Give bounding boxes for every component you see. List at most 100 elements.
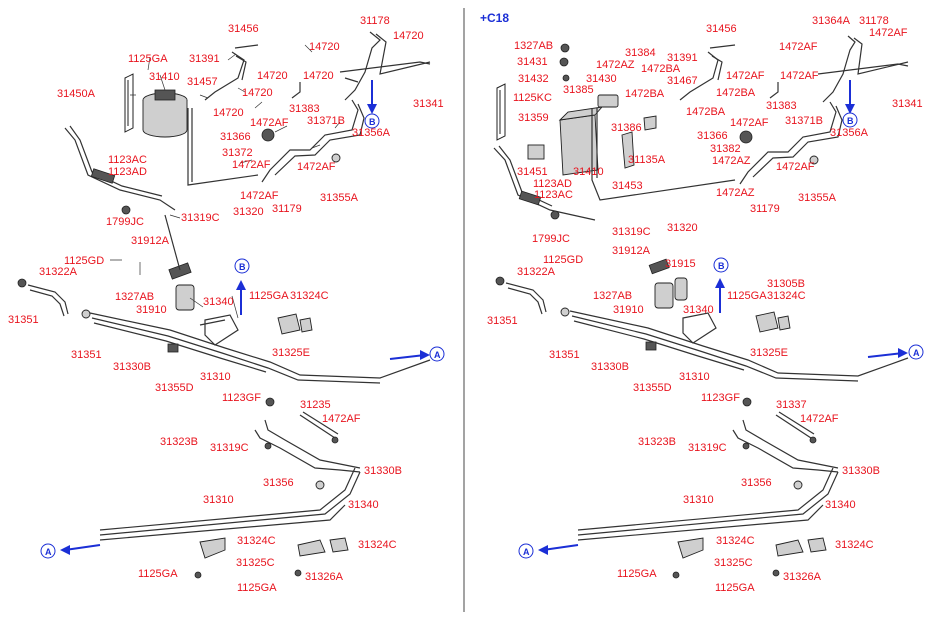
label-31323B: 31323B [160,436,198,448]
label-1327AB: 1327AB [514,40,553,52]
label-31135A: 31135A [628,154,666,166]
label-1123AD: 1123AD [533,178,572,190]
label-31351: 31351 [549,349,580,361]
label-31372: 31372 [222,147,253,159]
label-31319C: 31319C [612,226,651,238]
label-31324C: 31324C [716,535,755,547]
label-31320: 31320 [233,206,264,218]
label-1327AB: 1327AB [593,290,632,302]
label-31322A: 31322A [517,266,556,278]
label-1472AZ: 1472AZ [716,187,755,199]
label-1472AF: 1472AF [869,27,908,39]
label-31351: 31351 [71,349,102,361]
label-31330B: 31330B [591,361,629,373]
label-31179: 31179 [750,203,780,215]
variant-header: +C18 [480,11,509,25]
label-31355A: 31355A [798,192,837,204]
label-31341: 31341 [413,98,444,110]
label-31319C: 31319C [181,212,220,224]
label-1472AF: 1472AF [779,41,818,53]
label-1472AF: 1472AF [776,161,815,173]
label-1799JC: 1799JC [106,216,144,228]
label-31340: 31340 [683,304,714,316]
label-31310: 31310 [200,371,231,383]
label-31453: 31453 [612,180,643,192]
label-31324C: 31324C [767,290,806,302]
label-1472AF: 1472AF [800,413,839,425]
label-31910: 31910 [613,304,644,316]
label-31430: 31430 [586,73,617,85]
label-1327AB: 1327AB [115,291,154,303]
label-1125KC: 1125KC [513,92,552,104]
label-31386: 31386 [611,122,642,134]
label-31355D: 31355D [633,382,672,394]
label-31451: 31451 [517,166,548,178]
label-31915: 31915 [665,258,696,270]
label-31356A: 31356A [830,127,869,139]
left-panel-drawing [17,31,445,579]
label-31178: 31178 [360,15,390,27]
label-31319C: 31319C [688,442,727,454]
label-31319C: 31319C [210,442,249,454]
label-31326A: 31326A [783,571,822,583]
label-31178: 31178 [859,15,889,27]
label-1472AF: 1472AF [322,413,361,425]
label-31383: 31383 [289,103,320,115]
label-31340: 31340 [348,499,379,511]
label-31330B: 31330B [364,465,402,477]
label-31359: 31359 [518,112,549,124]
label-31320: 31320 [667,222,698,234]
label-31432: 31432 [518,73,549,85]
label-1472AZ: 1472AZ [712,155,751,167]
label-1472AF: 1472AF [730,117,769,129]
label-31410: 31410 [573,166,604,178]
label-31340: 31340 [203,296,234,308]
label-31356A: 31356A [352,127,391,139]
label-31467: 31467 [667,75,698,87]
label-31235: 31235 [300,399,331,411]
ref-a-right: A [434,350,441,360]
label-31383: 31383 [766,100,797,112]
label-31912A: 31912A [612,245,651,257]
label-1125GA: 1125GA [237,582,277,594]
label-14720: 14720 [257,70,288,82]
label-1799JC: 1799JC [532,233,570,245]
label-31366: 31366 [697,130,728,142]
label-31382: 31382 [710,143,741,155]
label-31431: 31431 [517,56,548,68]
label-1472AF: 1472AF [780,70,819,82]
label-31384: 31384 [625,47,656,59]
label-31371B: 31371B [785,115,823,127]
label-31457: 31457 [187,76,218,88]
label-1123AD: 1123AD [108,166,147,178]
label-31385: 31385 [563,84,594,96]
label-31325C: 31325C [714,557,753,569]
label-14720: 14720 [213,107,244,119]
label-31324C: 31324C [835,539,874,551]
ref-b-top: B [847,116,854,126]
label-1472BA: 1472BA [716,87,756,99]
label-1123AC: 1123AC [534,189,573,201]
label-31325C: 31325C [236,557,275,569]
label-31323B: 31323B [638,436,676,448]
label-14720: 14720 [309,41,340,53]
label-31310: 31310 [679,371,710,383]
label-31356: 31356 [263,477,294,489]
label-31330B: 31330B [842,465,880,477]
ref-b-mid: B [239,262,246,272]
label-31456: 31456 [706,23,737,35]
right-labels: +C18 31456 31364A 31178 1327AB 31384 313… [480,11,923,594]
label-1123GF: 1123GF [701,392,740,404]
right-panel-drawing [493,35,924,579]
label-1123GF: 1123GF [222,392,261,404]
label-1125GA: 1125GA [617,568,657,580]
label-31391: 31391 [667,52,698,64]
label-31391: 31391 [189,53,220,65]
label-1125GA: 1125GA [715,582,755,594]
label-14720: 14720 [303,70,334,82]
label-31912A: 31912A [131,235,170,247]
label-1125GD: 1125GD [543,254,583,266]
label-1472AZ: 1472AZ [596,59,635,71]
label-1472AF: 1472AF [240,190,279,202]
label-31371B: 31371B [307,115,345,127]
